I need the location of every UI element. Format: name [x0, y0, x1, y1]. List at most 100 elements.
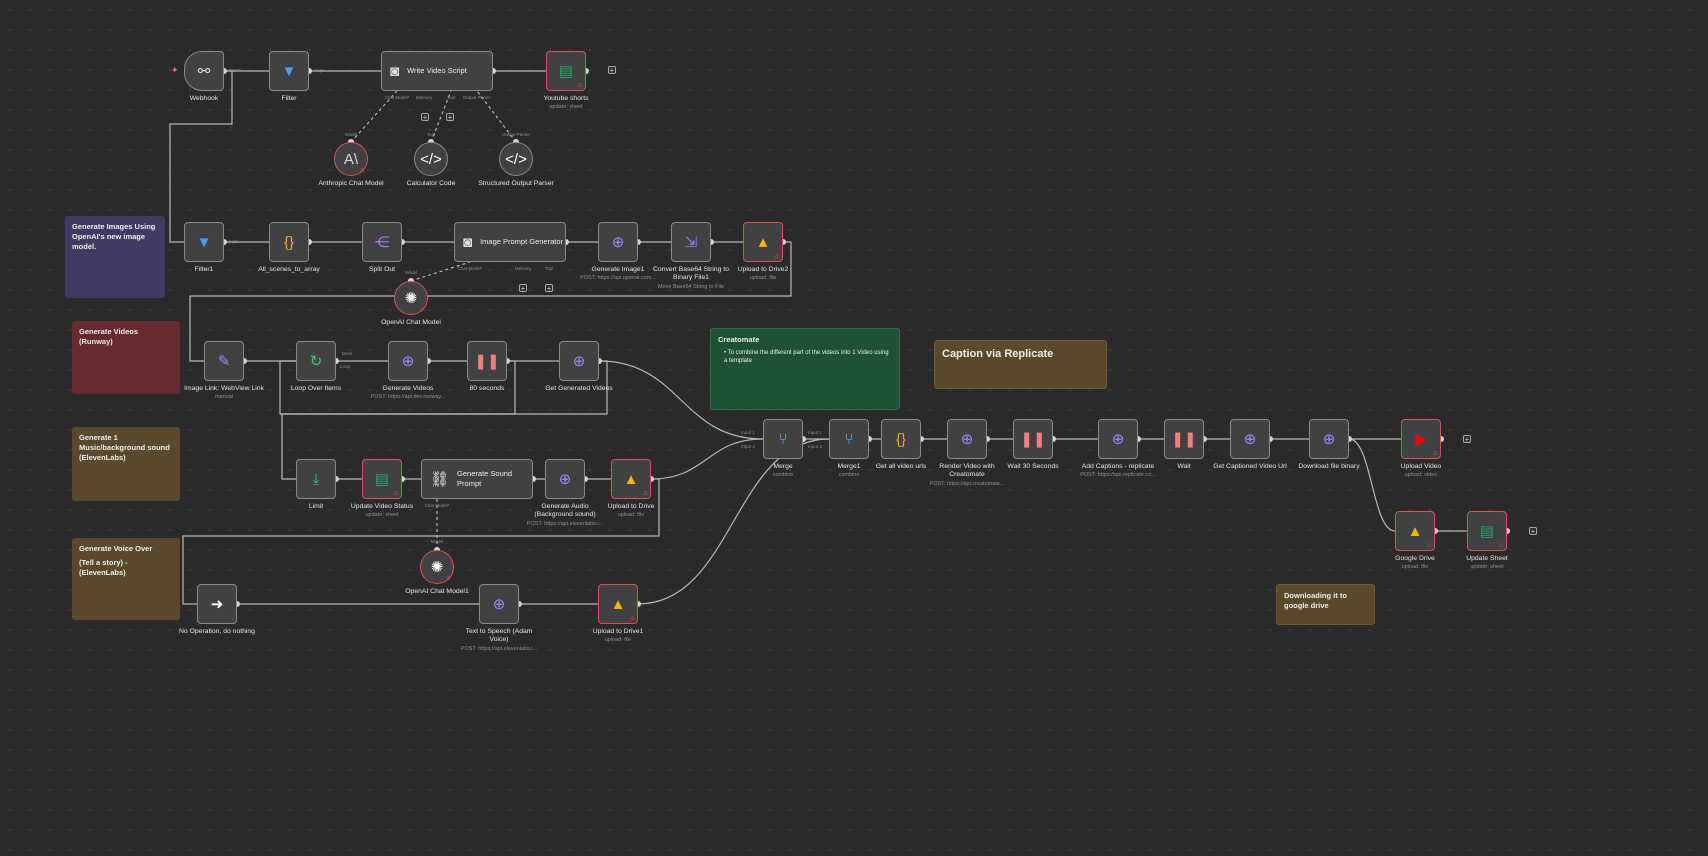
node-get-captioned-video-url[interactable]: ⊕ [1230, 419, 1270, 459]
node-label: Filter [281, 95, 297, 102]
port-label-memory: Memory [415, 95, 433, 100]
sub-connection[interactable] [410, 261, 471, 282]
connection[interactable] [650, 438, 764, 480]
connection[interactable] [598, 360, 764, 440]
node-loop-over-items[interactable]: ↻ [296, 341, 336, 381]
node-filter1[interactable]: ▼ [184, 222, 224, 262]
node-subtitle: POST: https://api.creatomate... [929, 480, 1005, 487]
node-convert-base64[interactable]: ⇲ [671, 222, 711, 262]
node-webhook[interactable]: ⚯ [184, 51, 224, 91]
node-image-prompt-generator[interactable]: ◙Image Prompt Generator [454, 222, 566, 262]
node-subtitle: POST: https://api.replicate.co... [1080, 472, 1156, 479]
globe-icon: ⊕ [1322, 430, 1336, 448]
merge-icon: ⑂ [778, 430, 788, 448]
node-label: Update Video Status [350, 503, 414, 510]
warning-icon: ⚠ [629, 616, 635, 622]
connection[interactable] [182, 478, 660, 605]
node-subtitle: upload: file [1401, 564, 1429, 571]
code-icon: </> [505, 150, 527, 168]
node-limit[interactable]: ⤓ [296, 459, 336, 499]
node-get-all-video-urls[interactable]: {} [881, 419, 921, 459]
connection[interactable] [1348, 438, 1396, 532]
node-generate-videos[interactable]: ⊕ [388, 341, 428, 381]
connection[interactable] [169, 70, 233, 243]
node-merge[interactable]: ⑂ [763, 419, 803, 459]
node-split-out[interactable]: ⋲ [362, 222, 402, 262]
node-upload-video[interactable]: ▶⚠ [1401, 419, 1441, 459]
sticky-note-generate-videos[interactable]: Generate Videos (Runway) [72, 321, 180, 394]
node-label: Split Out [368, 266, 396, 273]
node-generate-image1[interactable]: ⊕ [598, 222, 638, 262]
node-openai-chat-model[interactable]: ✺⚠ [394, 281, 428, 315]
braces-icon: {} [895, 430, 907, 448]
node-google-drive[interactable]: ▲⚠ [1395, 511, 1435, 551]
node-wait[interactable]: ❚❚ [1164, 419, 1204, 459]
node-subtitle: update: sheet [365, 512, 399, 519]
node-subtitle: upload: video [1404, 472, 1438, 479]
openai-icon: ✺ [404, 289, 418, 307]
node-label: Image Prompt Generator [480, 237, 564, 247]
gdrive-icon: ▲ [1407, 522, 1423, 540]
node-label: Filter1 [194, 266, 214, 273]
node-label: OpenAI Chat Model [381, 319, 441, 326]
port-label-model: Model [344, 132, 358, 137]
add-node-button[interactable]: + [421, 113, 429, 122]
warning-icon: ⚠ [1498, 543, 1504, 549]
sticky-note-google-drive[interactable]: Downloading it to google drive [1276, 584, 1375, 625]
node-render-video[interactable]: ⊕ [947, 419, 987, 459]
add-node-button[interactable]: + [1463, 435, 1471, 444]
node-upload-to-drive1[interactable]: ▲⚠ [598, 584, 638, 624]
globe-icon: ⊕ [960, 430, 974, 448]
node-80-seconds[interactable]: ❚❚ [467, 341, 507, 381]
connection[interactable] [189, 241, 792, 362]
node-all-scenes-to-array[interactable]: {} [269, 222, 309, 262]
node-subtitle: POST: https://api.dev.runway... [370, 394, 446, 401]
chain-icon: ⛓ [430, 470, 450, 488]
warning-icon: ⚠ [642, 491, 648, 497]
node-openai-chat-model1[interactable]: ✺⚠ [420, 550, 454, 584]
sheets-icon: ▤ [1479, 522, 1495, 540]
node-generate-sound-prompt[interactable]: ⛓Generate Sound Prompt [421, 459, 533, 499]
node-structured-output-parser[interactable]: </> [499, 142, 533, 176]
sticky-note-generate-images[interactable]: Generate Images Using OpenAI's new image… [65, 216, 165, 298]
node-label: Write Video Script [407, 66, 467, 76]
node-anthropic-chat-model[interactable]: A\⚠ [334, 142, 368, 176]
node-merge1[interactable]: ⑂ [829, 419, 869, 459]
node-wait-30-seconds[interactable]: ❚❚ [1013, 419, 1053, 459]
node-image-link-webview[interactable]: ✎ [204, 341, 244, 381]
connection[interactable] [279, 360, 608, 415]
node-label: Generate Videos [382, 385, 434, 392]
node-label: Image Link: WebView Link [184, 385, 264, 392]
pause-icon: ❚❚ [474, 352, 500, 370]
node-no-operation[interactable]: ➜ [197, 584, 237, 624]
node-label: Get all video urls [875, 463, 927, 470]
node-generate-audio[interactable]: ⊕ [545, 459, 585, 499]
trigger-bolt-icon: ✦ [171, 65, 179, 75]
node-update-sheet[interactable]: ▤⚠ [1467, 511, 1507, 551]
node-subtitle: update: sheet [1470, 564, 1504, 571]
node-calculator-code[interactable]: </> [414, 142, 448, 176]
node-label: Merge1 [837, 463, 861, 470]
node-update-video-status[interactable]: ▤⚠ [362, 459, 402, 499]
node-filter[interactable]: ▼ [269, 51, 309, 91]
port-label-chat-model: Chat Model* [424, 503, 450, 508]
add-node-button[interactable]: + [1529, 527, 1537, 536]
add-node-button[interactable]: + [608, 66, 616, 75]
add-node-button[interactable]: + [446, 113, 454, 122]
node-upload-to-drive2[interactable]: ▲⚠ [743, 222, 783, 262]
node-download-file-binary[interactable]: ⊕ [1309, 419, 1349, 459]
node-upload-to-drive[interactable]: ▲⚠ [611, 459, 651, 499]
sticky-note-generate-music[interactable]: Generate 1 Music/background sound (Eleve… [72, 427, 180, 501]
sticky-note-generate-voice[interactable]: Generate Voice Over (Tell a story) - (El… [72, 538, 180, 620]
sticky-note-caption-replicate[interactable]: Caption via Replicate [934, 340, 1107, 389]
sub-connection[interactable] [476, 90, 517, 143]
add-node-button[interactable]: + [545, 284, 553, 293]
node-get-generated-videos[interactable]: ⊕ [559, 341, 599, 381]
node-write-video-script[interactable]: ◙Write Video Script [381, 51, 493, 91]
node-youtube-shorts[interactable]: ▤⚠ [546, 51, 586, 91]
add-node-button[interactable]: + [519, 284, 527, 293]
sticky-note-creatomate[interactable]: Creatomate • To combine the different pa… [710, 328, 900, 410]
node-text-to-speech[interactable]: ⊕ [479, 584, 519, 624]
node-add-captions[interactable]: ⊕ [1098, 419, 1138, 459]
